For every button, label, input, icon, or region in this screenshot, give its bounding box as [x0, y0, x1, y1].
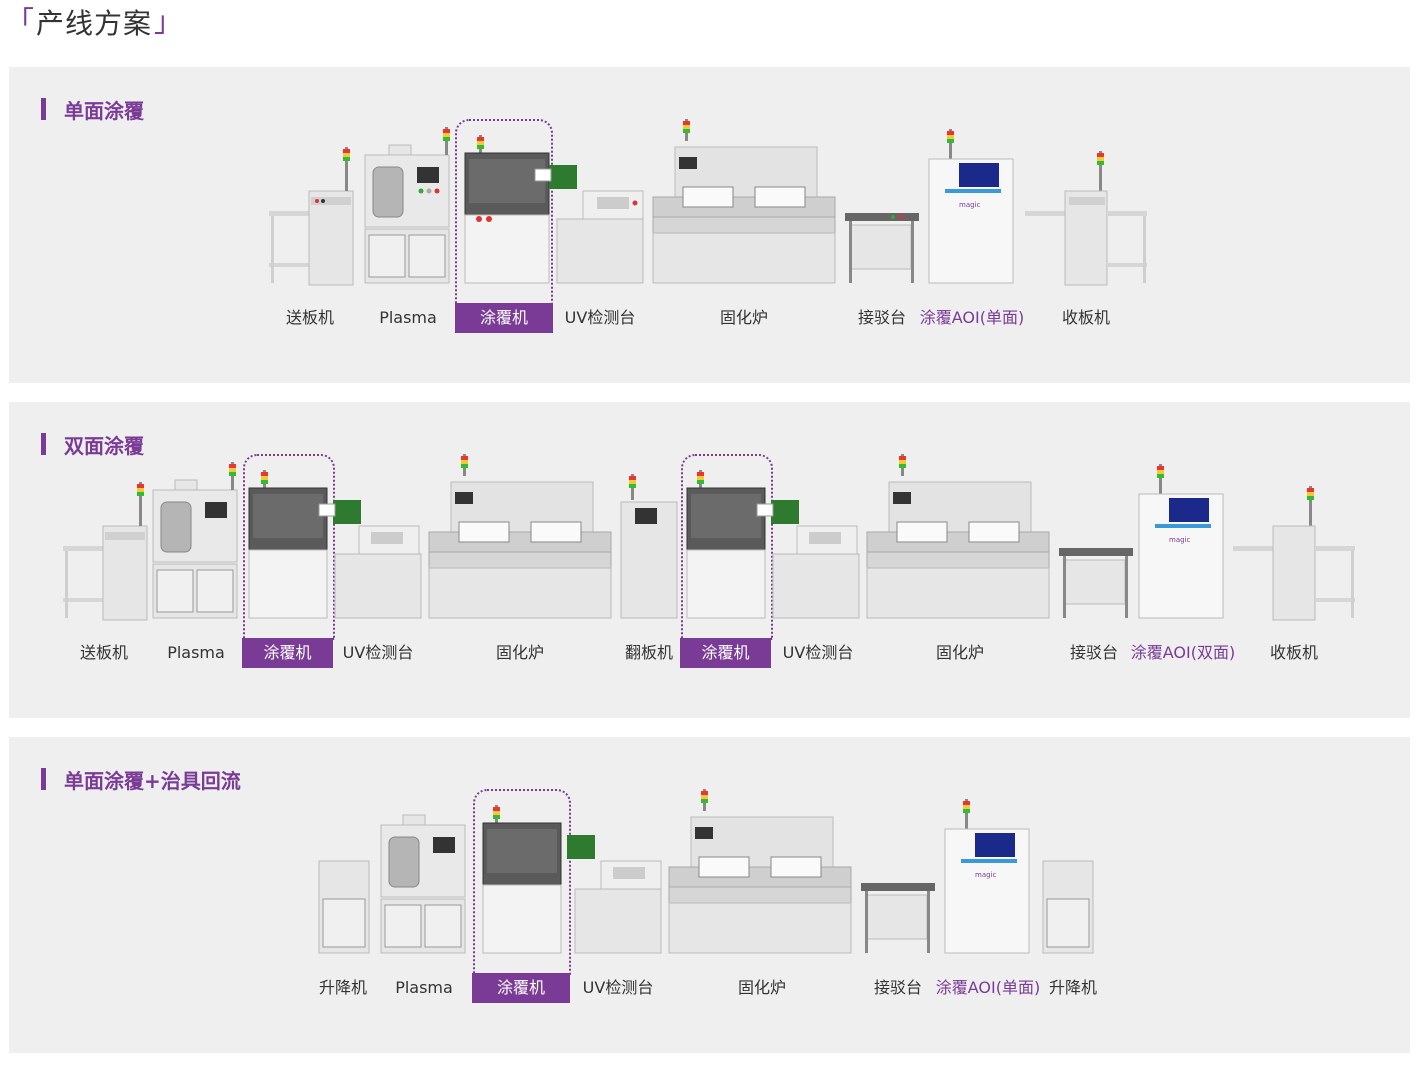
title-marker — [41, 98, 46, 120]
machine-label: 接驳台 — [857, 308, 906, 327]
highlight-frame — [243, 454, 335, 640]
bracket-open-icon: 「 — [6, 5, 35, 38]
plasma-machine — [380, 814, 466, 954]
curing-oven — [668, 789, 852, 954]
machine-label-aoi: 涂覆AOI(双面) — [1130, 643, 1236, 662]
coating-machine — [248, 470, 361, 619]
uv-inspection-table — [334, 525, 422, 619]
coating-aoi: magic — [944, 799, 1030, 954]
title-marker — [41, 433, 46, 455]
machine-label-aoi: 涂覆AOI(单面) — [919, 308, 1025, 327]
machine-label: UV检测台 — [342, 643, 414, 662]
coating-machine — [482, 805, 595, 954]
flipper-machine — [620, 474, 678, 619]
board-unloader — [1025, 151, 1147, 286]
machine-label: 升降机 — [1048, 978, 1097, 997]
section-title: 双面涂覆 — [41, 432, 144, 458]
elevator-machine — [1042, 860, 1094, 954]
machine-label: UV检测台 — [782, 643, 854, 662]
board-loader — [269, 147, 354, 286]
title-marker — [41, 768, 46, 790]
section-title: 单面涂覆 — [41, 97, 144, 123]
coating-aoi: magic — [928, 129, 1014, 284]
production-line-illustration: magic — [318, 789, 1094, 954]
board-unloader — [1233, 486, 1355, 621]
highlight-frame — [681, 454, 773, 640]
machine-label: 送板机 — [285, 308, 334, 327]
docking-table — [845, 213, 919, 283]
board-loader — [63, 482, 148, 621]
machine-label: Plasma — [167, 643, 225, 662]
curing-oven — [866, 454, 1050, 619]
bracket-close-icon: 」 — [154, 5, 183, 38]
machine-label: UV检测台 — [582, 978, 654, 997]
section-title: 单面涂覆+治具回流 — [41, 767, 241, 793]
machine-label: 固化炉 — [935, 643, 984, 662]
machine-label: 接驳台 — [873, 978, 922, 997]
machine-label-highlighted: 涂覆机 — [242, 638, 333, 668]
highlight-frame — [473, 789, 571, 975]
machine-label: 收板机 — [1061, 308, 1110, 327]
section-double-coating: 双面涂覆 送板机 Plasma 涂覆机 UV检测台 固化炉 翻板机 涂覆机 UV… — [9, 402, 1410, 718]
docking-table — [861, 883, 935, 953]
machine-label-highlighted: 涂覆机 — [472, 973, 570, 1003]
brand-logo: magic — [959, 201, 980, 209]
machine-label: 固化炉 — [719, 308, 768, 327]
elevator-machine — [318, 860, 370, 954]
machine-label-aoi: 涂覆AOI(单面) — [935, 978, 1041, 997]
machine-label: UV检测台 — [564, 308, 636, 327]
brand-logo: magic — [975, 871, 996, 879]
machine-label-highlighted: 涂覆机 — [680, 638, 771, 668]
machine-label: 翻板机 — [624, 643, 673, 662]
docking-table — [1059, 548, 1133, 618]
production-line-illustration: magic — [269, 119, 1147, 286]
plasma-machine — [152, 462, 238, 619]
curing-oven — [652, 119, 836, 284]
plasma-machine — [364, 127, 450, 284]
page-title: 「 产线方案 」 — [6, 5, 183, 40]
machine-label: 接驳台 — [1069, 643, 1118, 662]
machine-label: 升降机 — [318, 978, 367, 997]
curing-oven — [428, 454, 612, 619]
machine-label: 送板机 — [79, 643, 128, 662]
uv-inspection-table — [574, 860, 662, 954]
machine-label: Plasma — [395, 978, 453, 997]
uv-inspection-table — [556, 190, 644, 284]
machine-label: 固化炉 — [737, 978, 786, 997]
machine-label: Plasma — [379, 308, 437, 327]
machine-label: 收板机 — [1269, 643, 1318, 662]
coating-machine — [464, 135, 577, 284]
machine-label: 固化炉 — [495, 643, 544, 662]
uv-inspection-table — [772, 525, 860, 619]
coating-machine — [686, 470, 799, 619]
production-line-illustration: magic — [63, 454, 1355, 621]
machine-label-highlighted: 涂覆机 — [455, 303, 553, 333]
brand-logo: magic — [1169, 536, 1190, 544]
section-single-coating-fixture-return: 单面涂覆+治具回流 升降机 Plasma 涂覆机 UV检测台 固化炉 接驳台 涂… — [9, 737, 1410, 1053]
coating-aoi: magic — [1138, 464, 1224, 619]
section-single-coating: 单面涂覆 送板机 Plasma 涂覆机 UV检测台 固化炉 接驳台 涂覆AOI(… — [9, 67, 1410, 383]
highlight-frame — [455, 119, 553, 305]
